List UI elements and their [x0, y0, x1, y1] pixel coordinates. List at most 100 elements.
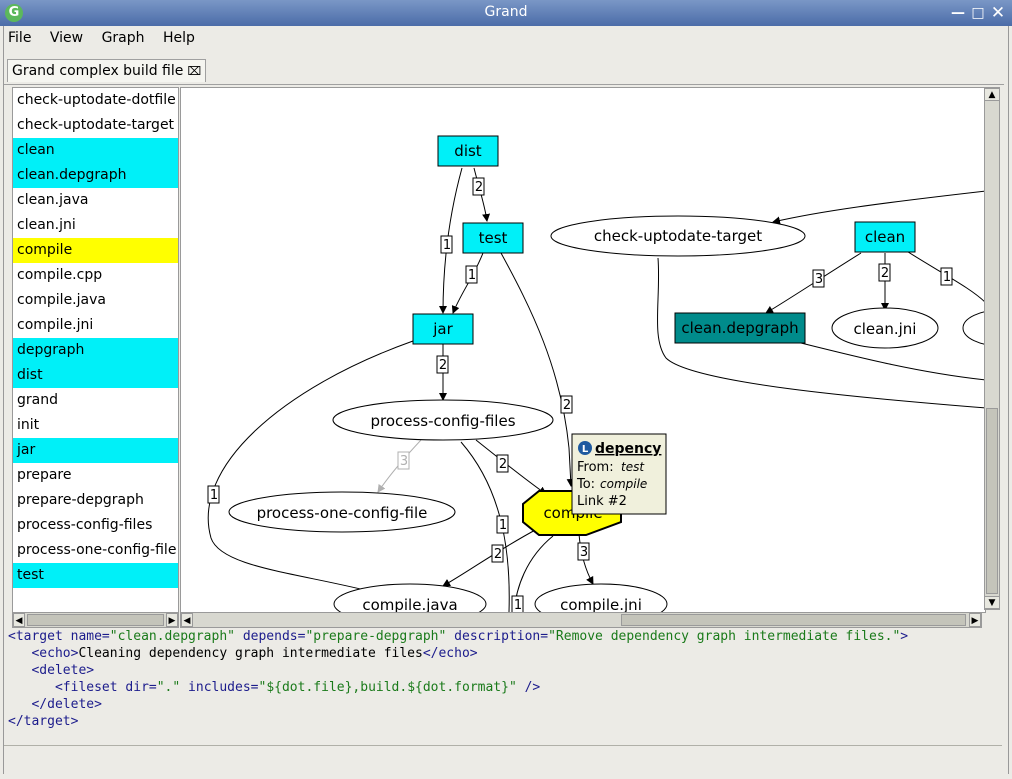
svg-text:3: 3	[815, 272, 823, 287]
node-compile-java[interactable]: compile.java	[333, 583, 487, 612]
tab-build-file[interactable]: Grand complex build file⌧	[7, 59, 207, 82]
svg-text:clean: clean	[865, 228, 905, 246]
scroll-right-icon[interactable]: ▶	[969, 613, 981, 627]
xml-line-6: </target>	[8, 714, 79, 729]
target-list-item[interactable]: depgraph	[13, 338, 178, 363]
maximize-icon[interactable]: □	[971, 5, 985, 21]
target-list-item[interactable]: process-one-config-file	[17, 542, 177, 558]
target-list-item[interactable]: compile	[13, 238, 178, 263]
window-title: Grand	[484, 4, 528, 20]
edge-label: 2	[878, 263, 891, 282]
node-test[interactable]: test	[462, 222, 524, 254]
node-jar[interactable]: jar	[412, 313, 474, 345]
target-list-item[interactable]: grand	[17, 392, 58, 408]
edge-test-jar	[451, 252, 484, 314]
graph-canvas[interactable]: 1 2 1 2 2 1 3 2 1 2 3 1 3 2 1 dist test …	[180, 87, 986, 613]
target-list-item[interactable]: compile.java	[17, 292, 106, 308]
svg-text:2: 2	[563, 398, 571, 413]
edge-compile-jni	[578, 533, 594, 585]
svg-text:test: test	[479, 229, 508, 247]
node-process-config-files[interactable]: process-config-files	[332, 399, 554, 441]
target-list-item[interactable]: jar	[13, 438, 178, 463]
svg-text:1: 1	[210, 488, 218, 503]
status-bar	[4, 745, 1002, 772]
svg-text:3: 3	[400, 454, 408, 469]
edge-depgraph-right	[800, 342, 985, 381]
target-list-item[interactable]: clean.depgraph	[13, 163, 178, 188]
edge-label: 2	[472, 177, 485, 196]
node-check-uptodate-target[interactable]: check-uptodate-target	[550, 215, 806, 257]
target-list-item[interactable]: clean.jni	[17, 217, 76, 233]
svg-text:compile.java: compile.java	[362, 596, 457, 612]
tab-close-icon[interactable]: ⌧	[187, 64, 202, 78]
target-list-item[interactable]: test	[13, 563, 178, 588]
source-view[interactable]: <target name="clean.depgraph" depends="p…	[8, 628, 1002, 741]
tab-bar: Grand complex build file⌧	[4, 56, 1004, 85]
menu-help[interactable]: Help	[162, 30, 195, 46]
svg-text:dist: dist	[454, 142, 482, 160]
svg-text:check-uptodate-target: check-uptodate-target	[594, 227, 762, 245]
edge-test-compile	[500, 252, 575, 487]
edge-label: 3	[397, 451, 410, 470]
node-compile-jni[interactable]: compile.jni	[534, 583, 668, 612]
svg-text:compile.jni: compile.jni	[560, 596, 642, 612]
tooltip-link-icon	[578, 441, 592, 455]
edge-label: 2	[560, 395, 573, 414]
edge-label: 2	[491, 544, 504, 563]
node-clean[interactable]: clean	[854, 221, 916, 253]
scroll-down-icon[interactable]: ▼	[985, 596, 999, 609]
edge-tooltip: L depency From: test To: compile Link #2	[571, 433, 667, 515]
node-clean-depgraph[interactable]: clean.depgraph	[674, 312, 806, 344]
xml-line-4: <fileset dir="." includes="${dot.file},b…	[54, 680, 541, 695]
target-list[interactable]: check-uptodate-dotfile check-uptodate-tar…	[12, 87, 179, 613]
menu-file[interactable]: File	[8, 30, 32, 46]
svg-text:L: L	[582, 444, 589, 455]
node-partial-right	[962, 311, 985, 345]
edge-label: 1	[440, 235, 453, 254]
target-list-item[interactable]: clean.java	[17, 192, 89, 208]
edge-label: 1	[207, 485, 220, 504]
svg-text:1: 1	[468, 268, 476, 283]
scroll-up-icon[interactable]: ▲	[985, 88, 999, 101]
xml-line-2: <echo>Cleaning dependency graph intermed…	[31, 646, 478, 661]
target-list-item[interactable]: prepare	[17, 467, 72, 483]
minimize-icon[interactable]: —	[951, 5, 965, 21]
target-list-item[interactable]: init	[17, 417, 40, 433]
target-list-item[interactable]: check-uptodate-dotfile	[17, 92, 176, 108]
hscroll-thumb[interactable]	[621, 614, 966, 626]
svg-text:2: 2	[475, 180, 483, 195]
svg-text:1: 1	[943, 270, 951, 285]
graph-hscrollbar[interactable]: ◀ ▶	[180, 612, 982, 628]
svg-text:compile: compile	[600, 477, 647, 491]
target-list-item[interactable]: process-config-files	[17, 517, 153, 533]
menu-graph[interactable]: Graph	[101, 30, 145, 46]
node-dist[interactable]: dist	[437, 135, 499, 167]
target-list-item[interactable]: dist	[13, 363, 178, 388]
target-list-item[interactable]: compile.jni	[17, 317, 94, 333]
node-clean-jni[interactable]: clean.jni	[831, 307, 939, 349]
menu-view[interactable]: View	[49, 30, 84, 46]
menubar: File View Graph Help	[8, 30, 209, 50]
node-process-one-config-file[interactable]: process-one-config-file	[228, 491, 456, 533]
edge-clean-right	[904, 249, 985, 303]
edge-jar-java	[207, 340, 414, 597]
svg-text:depency: depency	[595, 441, 661, 457]
svg-text:jar: jar	[432, 320, 453, 338]
edge-dist-test	[473, 167, 491, 222]
scroll-left-icon[interactable]: ◀	[181, 613, 193, 627]
vscroll-thumb[interactable]	[986, 408, 998, 594]
close-window-icon[interactable]: ✕	[990, 3, 1006, 23]
svg-text:test: test	[621, 460, 645, 474]
target-list-hscrollbar[interactable]: ◀ ▶	[12, 612, 179, 628]
target-list-item[interactable]: compile.cpp	[17, 267, 103, 283]
scroll-right-icon[interactable]: ▶	[166, 613, 178, 627]
scroll-left-icon[interactable]: ◀	[13, 613, 25, 627]
target-list-item[interactable]: check-uptodate-target	[17, 117, 175, 133]
target-list-item[interactable]: clean	[13, 138, 178, 163]
svg-text:2: 2	[439, 358, 447, 373]
scroll-thumb[interactable]	[27, 614, 164, 626]
window-titlebar[interactable]: G Grand — □ ✕	[0, 0, 1012, 26]
svg-text:1: 1	[499, 518, 507, 533]
graph-vscrollbar[interactable]: ▲ ▼	[984, 87, 1000, 610]
target-list-item[interactable]: prepare-depgraph	[17, 492, 144, 508]
